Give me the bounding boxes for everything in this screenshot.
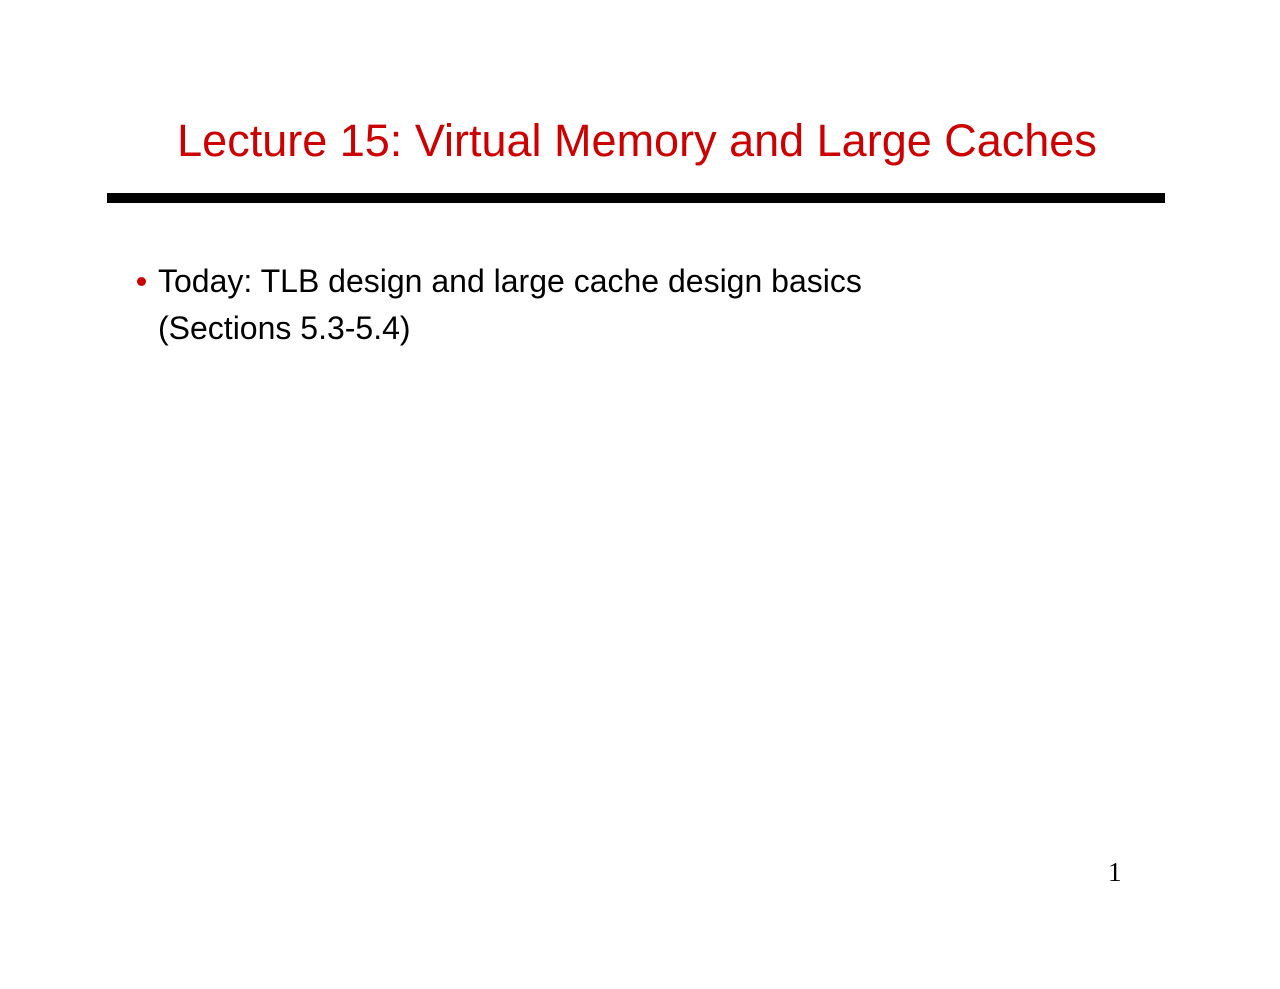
page-title: Lecture 15: Virtual Memory and Large Cac… [177, 115, 1097, 166]
page-number: 1 [1108, 857, 1122, 887]
list-item-line-1: Today: TLB design and large cache design… [158, 263, 862, 299]
bullet-dot-icon [137, 277, 146, 286]
list-item-line-2: (Sections 5.3-5.4) [158, 310, 411, 346]
list-item-text: Today: TLB design and large cache design… [158, 258, 1093, 352]
bullet-list: Today: TLB design and large cache design… [133, 258, 1093, 358]
list-item: Today: TLB design and large cache design… [133, 258, 1093, 352]
title-divider [107, 193, 1165, 203]
